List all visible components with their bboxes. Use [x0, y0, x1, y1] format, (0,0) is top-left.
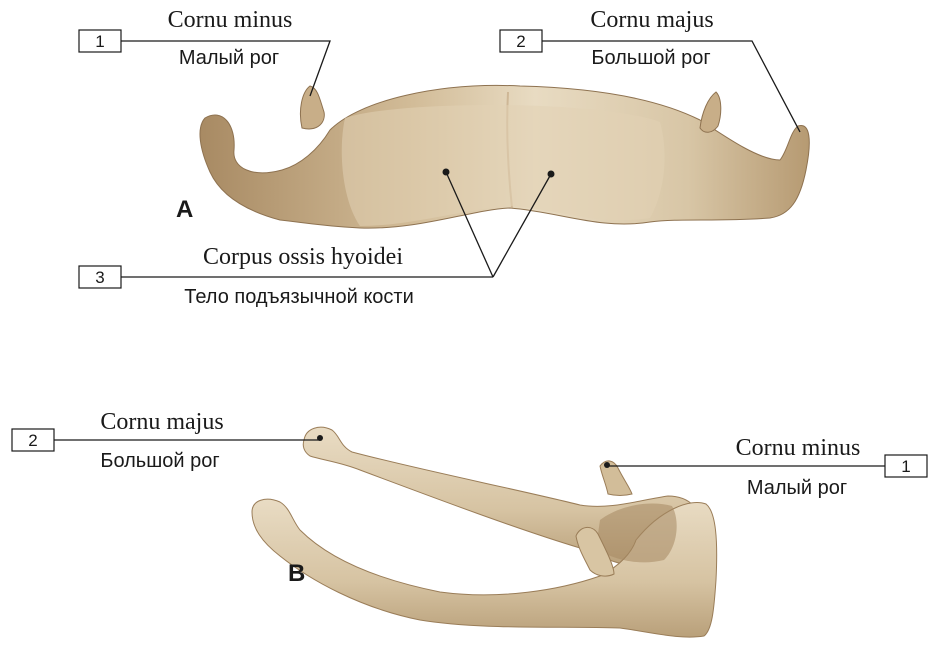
view-a-cornu-majus-latin: Cornu majus [590, 7, 713, 33]
view-a-bone-illustration [200, 85, 809, 228]
view-b-cornu-majus-latin: Cornu majus [100, 409, 223, 435]
view-b-cornu-majus-number: 2 [28, 431, 37, 450]
lesser-horn-marker-b [604, 462, 610, 468]
view-a-corpus-russian: Тело подъязычной кости [184, 286, 414, 308]
view-a-corpus-latin: Corpus ossis hyoidei [203, 244, 403, 270]
view-a-cornu-majus-russian: Большой рог [591, 47, 710, 69]
lesser-horn-right-a [700, 92, 721, 132]
view-a-cornu-majus-number: 2 [516, 32, 525, 51]
view-b-cornu-minus-number: 1 [901, 457, 910, 476]
view-a-corpus-number: 3 [95, 268, 104, 287]
view-b-cornu-minus-latin: Cornu minus [736, 435, 861, 461]
view-b-cornu-majus-russian: Большой рог [100, 450, 219, 472]
view-b-cornu-minus-russian: Малый рог [747, 477, 847, 499]
view-a-cornu-minus-latin: Cornu minus [168, 7, 293, 33]
view-a-label: A [176, 196, 193, 223]
lesser-horn-left-a [300, 86, 324, 129]
view-a-cornu-minus-russian: Малый рог [179, 47, 279, 69]
view-a-cornu-minus-number: 1 [95, 32, 104, 51]
view-b-bone-illustration [252, 427, 717, 637]
view-b-label: B [288, 560, 305, 587]
